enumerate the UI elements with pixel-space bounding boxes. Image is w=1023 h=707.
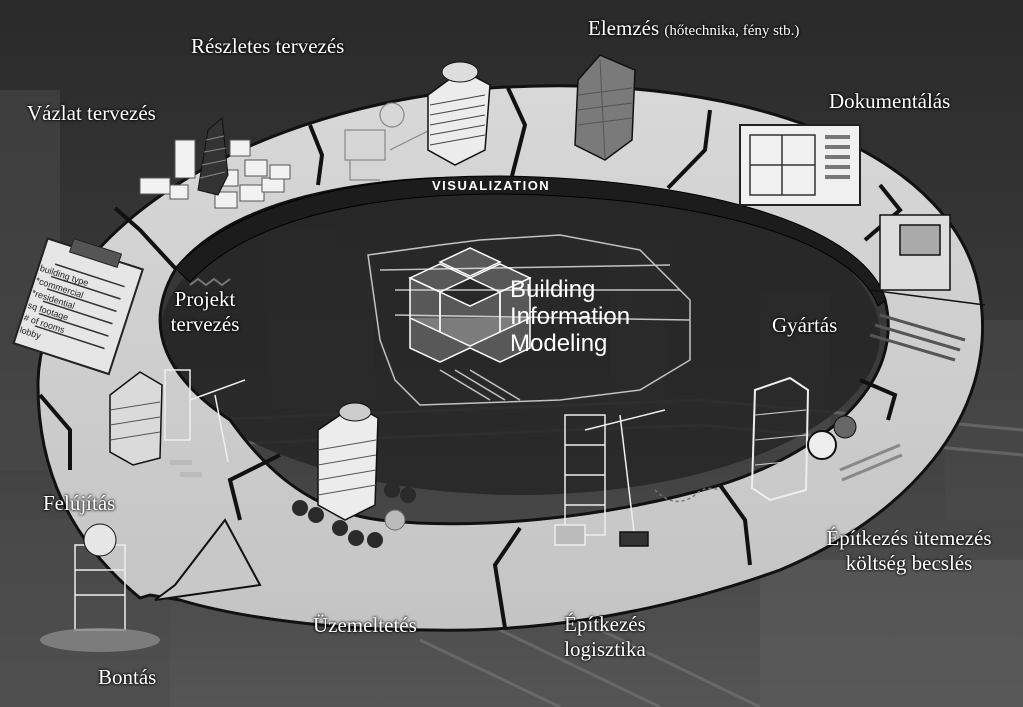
- label-logisztika-line-1: Építkezés: [564, 612, 646, 636]
- label-logisztika: Építkezés logisztika: [540, 612, 670, 662]
- bim-title: Building Information Modeling: [510, 276, 630, 357]
- twisted-tower-icon: [197, 117, 229, 196]
- bim-title-line-2: Information: [510, 303, 631, 330]
- bim-central-model: [367, 234, 691, 406]
- label-projekt-line-2: tervezés: [170, 312, 240, 336]
- fabrication-machine-icon: [869, 214, 986, 362]
- analysis-tower-icon: [574, 54, 636, 161]
- project-planning-icon: [109, 369, 246, 477]
- ring-arrow-tail: [154, 518, 262, 601]
- label-utemezes-line-1: Építkezés ütemezés: [826, 526, 992, 550]
- label-elemzes-main: Elemzés: [588, 16, 660, 40]
- clipboard-icon: [12, 237, 145, 376]
- label-uzemeltetes: Üzemeltetés: [313, 613, 417, 637]
- label-elemzes: Elemzés (hőtechnika, fény stb.): [588, 16, 799, 44]
- visualization-band: [174, 175, 887, 307]
- bim-cubes-icon: [408, 247, 532, 363]
- label-vazlat-tervezes: Vázlat tervezés: [27, 101, 156, 125]
- ring-inner-zigzag: [189, 277, 231, 287]
- construction-crane-icon: [554, 409, 721, 547]
- label-felujitas: Felújítás: [43, 491, 116, 515]
- bim-title-line-1: Building: [510, 276, 596, 303]
- segment-dividers: [38, 87, 903, 629]
- detailed-design-icon: [344, 61, 491, 181]
- scheduling-tower-icon: [750, 376, 903, 502]
- label-gyartas: Gyártás: [772, 313, 838, 337]
- bim-title-line-3: Modeling: [510, 330, 608, 357]
- label-utemezes-line-2: költség becslés: [845, 551, 973, 575]
- label-logisztika-line-2: logisztika: [564, 637, 646, 661]
- label-bontas: Bontás: [98, 665, 157, 689]
- floor-plan-icon: [739, 124, 861, 206]
- visualization-label: VISUALIZATION: [432, 178, 551, 193]
- sketch-blocks-icon: [139, 139, 291, 209]
- label-utemezes: Építkezés ütemezés költség becslés: [804, 526, 1014, 576]
- demolition-tower-icon: [40, 523, 160, 652]
- background-water: [760, 560, 1023, 707]
- label-reszletes-tervezes: Részletes tervezés: [191, 34, 345, 58]
- label-projekt-line-1: Projekt: [174, 287, 236, 311]
- label-projekt-tervezes: Projekt tervezés: [150, 287, 260, 337]
- label-elemzes-note: (hőtechnika, fény stb.): [664, 23, 800, 39]
- operations-building-icon: [292, 402, 416, 548]
- label-dokumentalas: Dokumentálás: [829, 89, 951, 113]
